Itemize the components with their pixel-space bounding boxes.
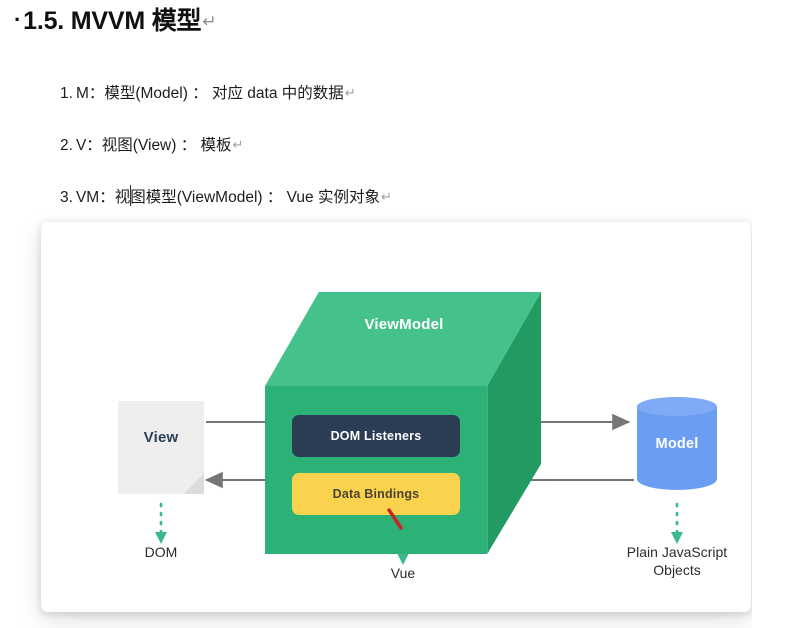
list-item-text: V：视图(View) ： 模板 <box>75 137 232 154</box>
viewmodel-cube[interactable]: ViewModel DOM Listeners Data Bindings <box>265 292 541 554</box>
caption-plain-javascript-objects: Plain JavaScript Objects <box>626 544 728 578</box>
model-node[interactable]: Model <box>637 397 717 497</box>
paragraph-mark-icon: ↵ <box>232 137 244 152</box>
cylinder-top-icon <box>637 397 717 416</box>
list-item-text: M：模型(Model) ： 对应 data 中的数据 <box>75 85 344 102</box>
heading-text: 1.5. MVVM 模型 <box>23 7 202 35</box>
cube-top-face <box>265 292 541 386</box>
view-page-shape-icon <box>118 401 204 494</box>
dom-listeners-box[interactable]: DOM Listeners <box>292 415 460 457</box>
paragraph-mark-icon: ↵ <box>202 12 217 31</box>
list-item-number: 1. <box>60 85 73 102</box>
cube-front-face <box>265 386 487 554</box>
data-bindings-box[interactable]: Data Bindings <box>292 473 460 515</box>
paragraph-mark-icon: ↵ <box>380 189 392 204</box>
text-cursor <box>129 185 131 206</box>
list-item-text: VM：视图模型(ViewModel) ： Vue 实例对象 <box>76 185 380 206</box>
list-item-number: 2. <box>60 137 73 154</box>
list-item: 1.M：模型(Model) ： 对应 data 中的数据↵ <box>60 81 356 103</box>
list-item: 3.VM：视图模型(ViewModel) ： Vue 实例对象↵ <box>60 185 392 207</box>
caption-dom: DOM <box>144 544 178 560</box>
view-node[interactable]: View <box>118 401 204 494</box>
view-label: View <box>143 429 179 446</box>
model-label: Model <box>655 436 699 452</box>
paragraph-mark-icon: ↵ <box>344 85 356 100</box>
page-right-margin <box>752 0 792 628</box>
diagram-canvas: View ViewModel DOM Listeners Data Bindin… <box>59 242 733 594</box>
mvvm-diagram-image[interactable]: View ViewModel DOM Listeners Data Bindin… <box>41 222 751 612</box>
heading-bullet: · <box>14 7 22 33</box>
page-title: ·1.5. MVVM 模型↵ <box>14 1 217 37</box>
caption-vue: Vue <box>390 565 416 581</box>
cylinder-body-icon <box>637 406 717 490</box>
viewmodel-label: ViewModel <box>364 316 444 333</box>
list-item-number: 3. <box>60 189 73 206</box>
list-item: 2.V：视图(View) ： 模板↵ <box>60 133 243 155</box>
